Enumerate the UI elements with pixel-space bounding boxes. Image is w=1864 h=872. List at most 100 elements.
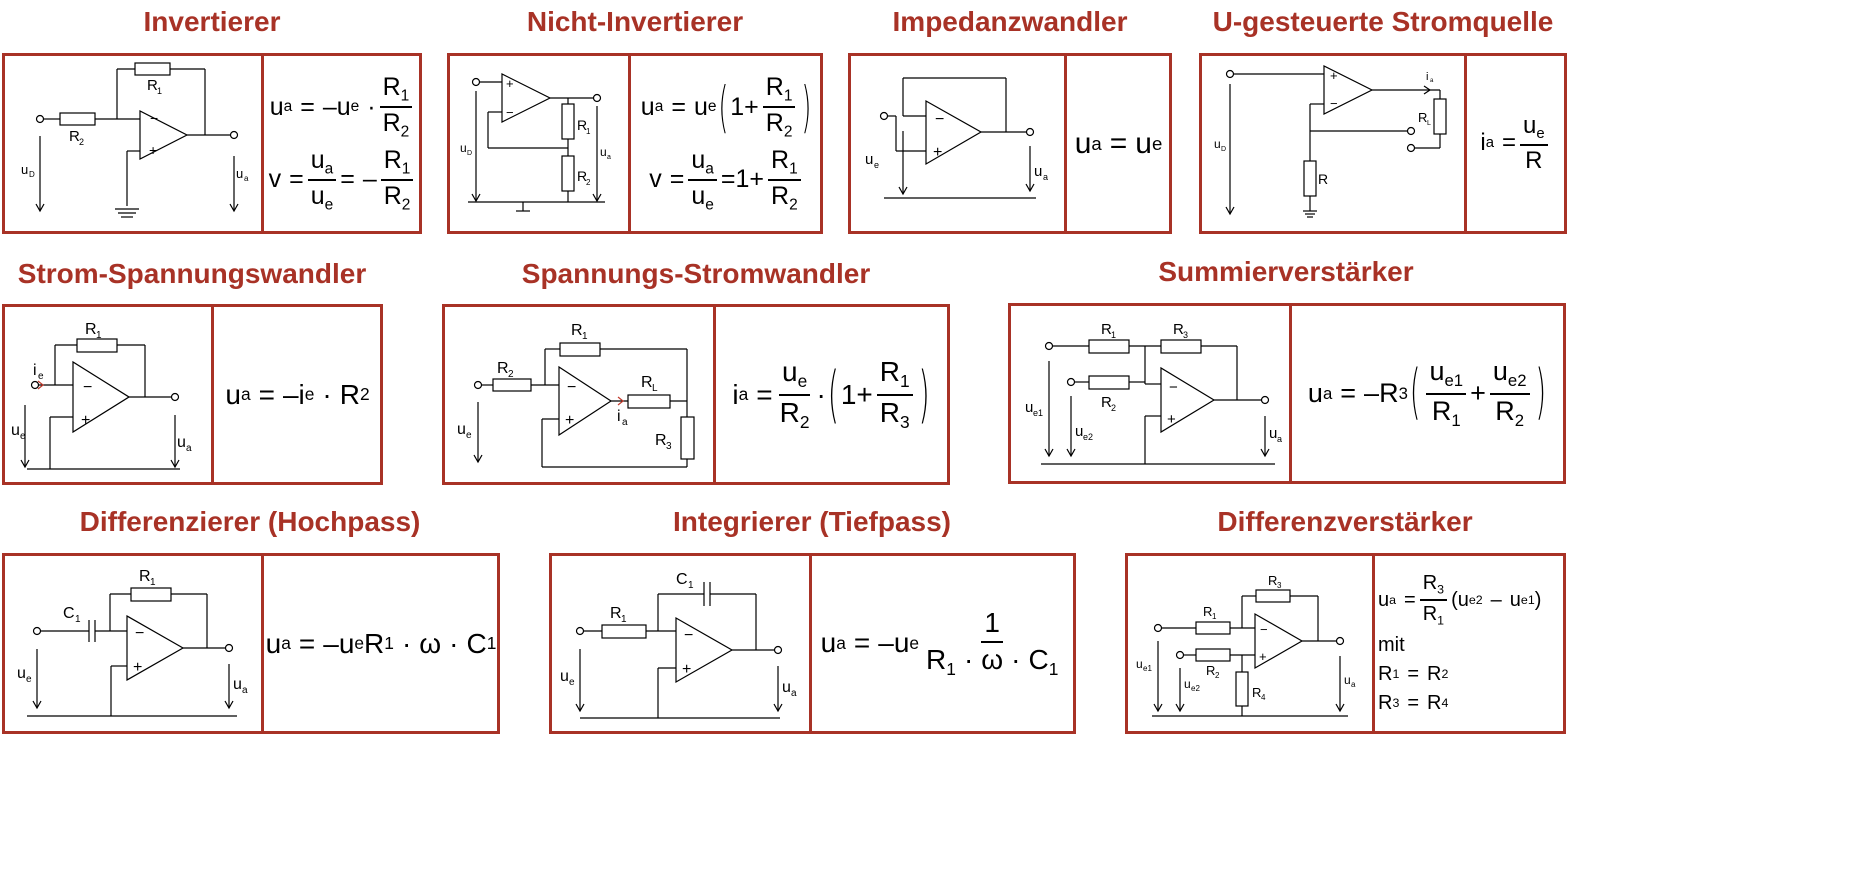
label-r: R (577, 117, 587, 133)
label-sub: 1 (586, 127, 591, 136)
circuit-integrierer: − + C 1 R 1 u e u a (560, 571, 797, 719)
label-sub: 1 (1212, 612, 1217, 621)
label-sub: a (244, 174, 249, 183)
op-plus: + (933, 144, 942, 161)
label-sub: 3 (1183, 330, 1188, 340)
label-u: u (233, 676, 242, 693)
label-sub: a (1277, 434, 1282, 444)
panel-divider (261, 556, 264, 731)
title-differenzierer: Differenzierer (Hochpass) (79, 506, 421, 537)
label-u: u (560, 668, 569, 685)
label-sub: e (26, 674, 32, 685)
label-sub: e2 (1191, 684, 1200, 693)
panel-divider (809, 556, 812, 731)
label-sub: 2 (586, 178, 591, 187)
label-u: u (782, 679, 791, 696)
label-sub: 2 (508, 369, 514, 380)
label-r: R (1268, 573, 1277, 588)
mit-label: mit (1378, 633, 1405, 656)
label-u: u (1184, 677, 1191, 691)
circuit-differenzverstaerker: − + R 3 R 1 R 2 R 4 u e1 u e2 u a (1136, 573, 1356, 717)
label-r: R (1173, 321, 1184, 338)
label-sub: e (569, 677, 575, 688)
label-sub: e (20, 431, 26, 442)
label-sub: L (652, 383, 658, 394)
op-minus: − (567, 379, 576, 396)
circuit-nicht-invertierer: + − R 1 R 2 u D u a (460, 73, 611, 212)
label-u: u (1136, 657, 1143, 671)
panel-divider (1372, 556, 1375, 731)
label-sub: a (1043, 172, 1048, 182)
label-sub: 1 (96, 330, 102, 341)
circuit-differenzierer: − + R 1 C 1 u e u a (17, 568, 248, 717)
circuit-summierverstaerker: − + R 1 R 3 R 2 u e1 u e2 u a (1025, 321, 1282, 465)
label-sub: 1 (75, 614, 81, 625)
label-sub: 3 (1277, 581, 1282, 590)
label-r: R (1418, 110, 1427, 125)
panel-divider (1064, 56, 1067, 231)
label-i: i (33, 362, 37, 379)
label-u: u (1075, 423, 1083, 440)
label-u: u (17, 665, 26, 682)
label-r: R (85, 321, 97, 338)
op-plus: + (1330, 68, 1338, 83)
label-sub: D (1221, 146, 1226, 153)
label-r: R (1203, 604, 1212, 619)
label-r: R (641, 374, 653, 391)
title-differenzverstaerker: Differenzverstärker (1217, 506, 1473, 537)
current-arrow (617, 396, 624, 406)
op-plus: + (565, 412, 574, 429)
label-u: u (1214, 137, 1221, 151)
label-u: u (460, 141, 467, 155)
label-u: u (1034, 163, 1042, 180)
op-minus: − (506, 105, 514, 120)
label-sub: 4 (1261, 693, 1266, 702)
label-u: u (1344, 673, 1351, 687)
panel-divider (1289, 306, 1292, 481)
label-r: R (497, 360, 509, 377)
label-u: u (600, 145, 607, 159)
title-nicht-invertierer: Nicht-Invertierer (526, 6, 744, 37)
label-r: R (1206, 663, 1215, 678)
title-integrierer: Integrierer (Tiefpass) (672, 506, 952, 537)
label-c: C (676, 571, 688, 588)
label-i: i (1426, 71, 1428, 83)
label-u: u (21, 162, 28, 177)
label-sub: 1 (1111, 330, 1116, 340)
label-r: R (610, 605, 622, 622)
op-plus: + (81, 412, 90, 429)
label-sub: 1 (150, 577, 156, 588)
op-plus: + (1167, 411, 1176, 428)
op-plus: + (1259, 649, 1267, 664)
label-sub: a (791, 688, 797, 699)
circuit-impedanzwandler: − + u e u a (865, 77, 1048, 199)
title-impedanzwandler: Impedanzwandler (892, 6, 1128, 37)
label-r: R (1252, 685, 1261, 700)
circuit-stromquelle: + − R R L i a u D (1214, 65, 1447, 218)
circuit-strom-spannungswandler: − + R 1 i e u e u a (11, 321, 192, 470)
op-minus: − (1260, 622, 1268, 637)
current-arrow (37, 380, 44, 390)
label-u: u (457, 421, 466, 438)
op-minus: − (935, 111, 944, 128)
